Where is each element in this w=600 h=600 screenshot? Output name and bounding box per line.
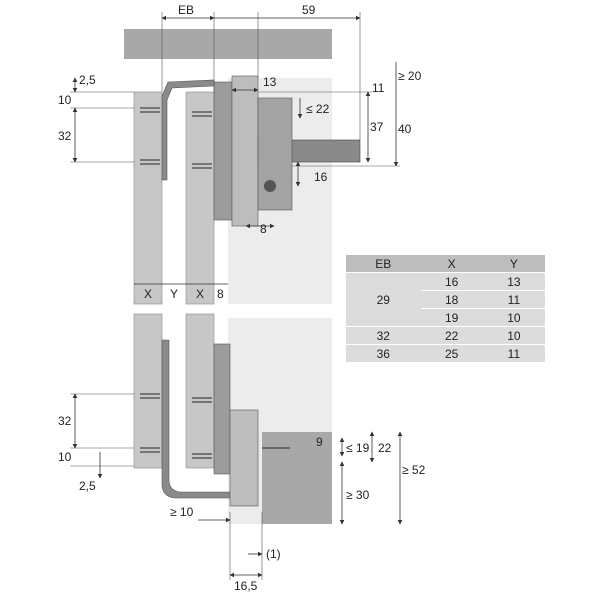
dim-16: 16 <box>314 170 328 184</box>
table-cell-x: 22 <box>420 326 483 345</box>
dim-32-top: 32 <box>58 129 72 143</box>
top-cabinet-panel <box>124 29 332 59</box>
table-cell-x: 19 <box>420 308 483 327</box>
side-panel-left-upper <box>133 91 163 305</box>
spring-screws-upper <box>140 107 212 169</box>
mounting-screw-upper <box>264 180 276 192</box>
front-bracket-upper <box>161 79 215 181</box>
table-cell-eb: 36 <box>346 344 421 363</box>
side-panel-right-upper <box>185 91 215 305</box>
dim-16-5: 16,5 <box>234 579 258 593</box>
table-row: 32 22 10 <box>346 326 545 345</box>
dim-eb: EB <box>178 3 194 17</box>
runner-wheel-column-lower <box>229 409 259 507</box>
table-cell-x: 25 <box>420 344 483 363</box>
table-cell-y: 11 <box>482 290 545 309</box>
runner-wheel-column-upper <box>231 75 259 227</box>
table-cell-y: 10 <box>482 326 545 345</box>
dim-min-20: ≥ 20 <box>398 69 422 83</box>
dim-37: 37 <box>370 120 384 134</box>
table-row: 18 11 <box>346 290 545 309</box>
table-header-y: Y <box>482 255 545 273</box>
mounting-block-upper <box>257 97 293 211</box>
table-cell-eb: 32 <box>346 326 421 345</box>
dim-40: 40 <box>398 122 412 136</box>
dim-8-top: 8 <box>260 222 267 236</box>
table-cell-y: 10 <box>482 308 545 327</box>
table-row: 36 25 11 <box>346 344 545 363</box>
bottom-cabinet-panel <box>262 462 332 524</box>
dim-max-22-top: ≤ 22 <box>306 102 330 116</box>
slide-block-lower <box>262 432 332 462</box>
dim-59: 59 <box>302 3 316 17</box>
dim-2-5-bottom: 2,5 <box>79 479 96 493</box>
table-cell-x: 16 <box>420 272 483 291</box>
side-panel-right-lower <box>185 313 215 469</box>
table-cell-y: 13 <box>482 272 545 291</box>
dim-11: 11 <box>372 81 385 95</box>
dim-x-left: X <box>144 287 152 301</box>
dim-y: Y <box>170 287 178 301</box>
dim-13: 13 <box>263 75 277 89</box>
spring-screws-lower <box>140 393 290 459</box>
dim-8-bottom: 8 <box>217 287 224 301</box>
table-header-x: X <box>420 255 483 273</box>
table-row: 19 10 <box>346 308 545 327</box>
table-cell-eb: 29 <box>346 272 421 327</box>
dim-x-right: X <box>196 287 204 301</box>
dim-32-bottom: 32 <box>58 414 72 428</box>
eb-xy-table: EB X Y 29 16 13 18 11 19 10 32 22 10 36 … <box>346 255 545 363</box>
dim-min-52: ≥ 52 <box>402 463 426 477</box>
side-panel-left-lower <box>133 313 163 469</box>
dim-10-bottom: 10 <box>58 450 72 464</box>
table-header-eb: EB <box>346 255 421 273</box>
runner-body-lower <box>213 343 231 475</box>
note-1: (1) <box>266 547 281 561</box>
dim-max-19: ≤ 19 <box>346 441 370 455</box>
runner-body-upper <box>213 81 233 221</box>
dimension-lines <box>70 12 403 580</box>
table-row: 29 16 13 <box>346 272 545 327</box>
table-header-row: EB X Y <box>346 255 545 273</box>
dim-min-30: ≥ 30 <box>346 488 370 502</box>
dim-2-5-top: 2,5 <box>79 73 96 87</box>
table-cell-y: 11 <box>482 344 545 363</box>
table-cell-x: 18 <box>420 290 483 309</box>
dim-9: 9 <box>316 435 323 449</box>
dim-10-top: 10 <box>58 93 72 107</box>
dim-min-10: ≥ 10 <box>170 505 194 519</box>
dim-22-bottom: 22 <box>378 441 392 455</box>
